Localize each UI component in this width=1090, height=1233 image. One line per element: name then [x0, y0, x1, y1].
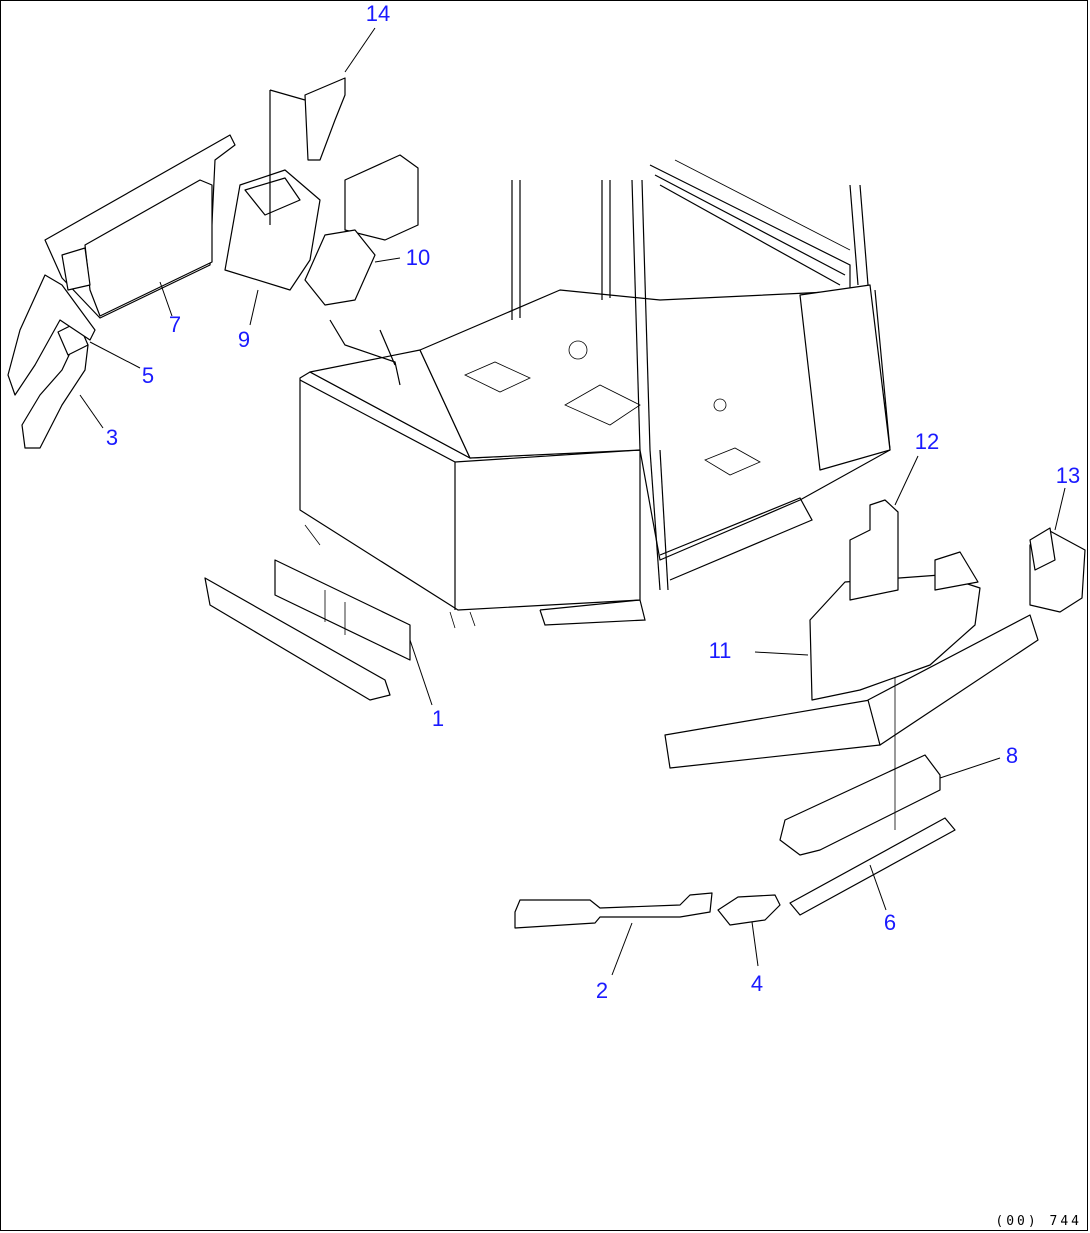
callout-3[interactable]: 3	[105, 425, 119, 450]
part-8	[664, 614, 1039, 856]
callout-11[interactable]: 11	[708, 638, 732, 663]
part-11	[754, 551, 981, 701]
part-1	[204, 559, 433, 706]
callout-13[interactable]: 13	[1055, 463, 1081, 488]
part-13	[1029, 487, 1086, 613]
callout-4[interactable]: 4	[750, 971, 764, 996]
callout-1[interactable]: 1	[431, 706, 445, 731]
callout-12[interactable]: 12	[914, 429, 940, 454]
callout-6[interactable]: 6	[883, 910, 897, 935]
part-12	[849, 455, 919, 601]
callout-2[interactable]: 2	[595, 978, 609, 1003]
part-7	[44, 134, 236, 319]
part-10	[304, 154, 419, 306]
drawing-code: (00) 744	[995, 1214, 1082, 1229]
part-5	[7, 274, 141, 396]
callout-9[interactable]: 9	[237, 327, 251, 352]
callout-14[interactable]: 14	[365, 1, 391, 26]
part-6	[789, 817, 956, 916]
part-14	[269, 27, 376, 225]
part-9	[224, 169, 321, 326]
part-2	[514, 892, 713, 976]
part-4	[717, 894, 781, 967]
cab-floor-frame	[299, 159, 891, 629]
callout-8[interactable]: 8	[1005, 743, 1019, 768]
callout-10[interactable]: 10	[405, 245, 431, 270]
callout-5[interactable]: 5	[141, 363, 155, 388]
callout-7[interactable]: 7	[168, 312, 182, 337]
